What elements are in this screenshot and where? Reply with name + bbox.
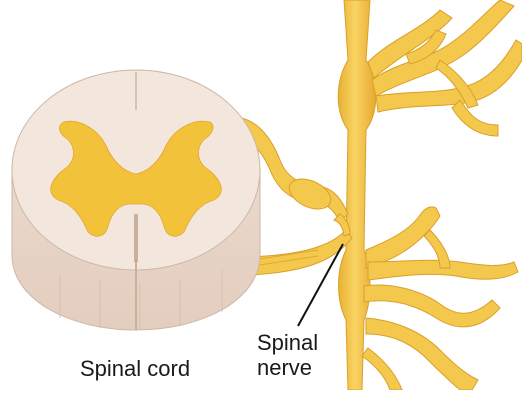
spinal-nerve-label-line2: nerve: [257, 355, 318, 380]
spinal-cord: [12, 70, 260, 330]
spinal-cord-label: Spinal cord: [80, 356, 190, 381]
spinal-nerve-label-line1: Spinal: [257, 330, 318, 355]
lower-nerve-branches: [362, 207, 518, 390]
spinal-nerve-label: Spinal nerve: [257, 330, 318, 380]
upper-nerve-branches: [368, 0, 522, 136]
